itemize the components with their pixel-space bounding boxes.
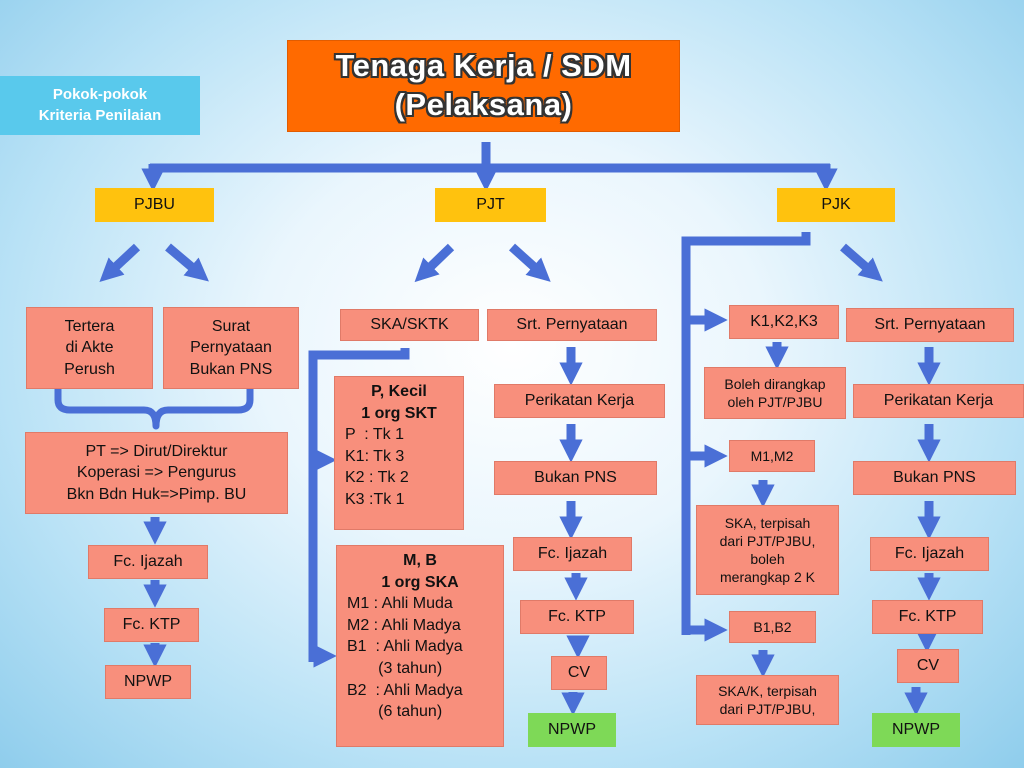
curly-brace bbox=[54, 389, 254, 430]
pjk-m-note: SKA, terpisah dari PJT/PJBU, boleh meran… bbox=[696, 505, 839, 595]
category-pjbu: PJBU bbox=[95, 188, 214, 222]
category-pjt: PJT bbox=[435, 188, 546, 222]
pjt-pkecil-box: P, Kecil 1 org SKT P : Tk 1 K1: Tk 3 K2 … bbox=[334, 376, 464, 530]
pjbu-fc-ktp: Fc. KTP bbox=[104, 608, 199, 642]
pjt-ska-sktk: SKA/SKTK bbox=[340, 309, 479, 341]
side-label: Pokok-pokok Kriteria Penilaian bbox=[0, 76, 200, 135]
category-pjk: PJK bbox=[777, 188, 895, 222]
pjk-bukan-pns: Bukan PNS bbox=[853, 461, 1016, 495]
pjbu-pt-box: PT => Dirut/Direktur Koperasi => Penguru… bbox=[25, 432, 288, 514]
pjbu-fc-ijazah: Fc. Ijazah bbox=[88, 545, 208, 579]
pjk-b-note: SKA/K, terpisah dari PJT/PJBU, bbox=[696, 675, 839, 725]
pjt-mb-lines: M1 : Ahli Muda M2 : Ahli Madya B1 : Ahli… bbox=[347, 595, 463, 721]
pjk-k1-k2-k3: K1,K2,K3 bbox=[729, 305, 839, 339]
pjbu-tertera: Tertera di Akte Perush bbox=[26, 307, 153, 389]
pjk-m1-m2: M1,M2 bbox=[729, 440, 815, 472]
pjt-npwp: NPWP bbox=[528, 713, 616, 747]
pjt-cv: CV bbox=[551, 656, 607, 690]
pjk-npwp: NPWP bbox=[872, 713, 960, 747]
arrow-pjbu-left bbox=[99, 243, 141, 282]
pjk-k-note: Boleh dirangkap oleh PJT/PJBU bbox=[704, 367, 846, 419]
arrow-ska-bracket bbox=[308, 348, 410, 662]
pjt-perikatan-kerja: Perikatan Kerja bbox=[494, 384, 665, 418]
title-box: Tenaga Kerja / SDM (Pelaksana) bbox=[287, 40, 680, 132]
pjt-mb-box: M, B 1 org SKA M1 : Ahli Muda M2 : Ahli … bbox=[336, 545, 504, 747]
pjt-srt-pernyataan: Srt. Pernyataan bbox=[487, 309, 657, 341]
pjt-pkecil-title: P, Kecil 1 org SKT bbox=[361, 383, 437, 422]
pjt-fc-ktp: Fc. KTP bbox=[520, 600, 634, 634]
arrow-pjk-bracket bbox=[681, 232, 811, 635]
arrow-pjt-right bbox=[508, 243, 551, 282]
pjk-fc-ktp: Fc. KTP bbox=[872, 600, 983, 634]
pjt-pkecil-lines: P : Tk 1 K1: Tk 3 K2 : Tk 2 K3 :Tk 1 bbox=[345, 426, 409, 508]
arrow-pjbu-right bbox=[165, 243, 209, 282]
pjt-bukan-pns: Bukan PNS bbox=[494, 461, 657, 495]
pjk-cv: CV bbox=[897, 649, 959, 683]
arrow-pjt-left bbox=[414, 243, 455, 283]
page-title: Tenaga Kerja / SDM (Pelaksana) bbox=[335, 48, 632, 122]
pjbu-surat-pernyataan: Surat Pernyataan Bukan PNS bbox=[163, 307, 299, 389]
pjk-srt-pernyataan: Srt. Pernyataan bbox=[846, 308, 1014, 342]
arrow-pjk-right bbox=[840, 243, 883, 282]
pjk-b1-b2: B1,B2 bbox=[729, 611, 816, 643]
pjk-perikatan-kerja: Perikatan Kerja bbox=[853, 384, 1024, 418]
pjk-fc-ijazah: Fc. Ijazah bbox=[870, 537, 989, 571]
pjt-mb-title: M, B 1 org SKA bbox=[381, 552, 459, 591]
pjt-fc-ijazah: Fc. Ijazah bbox=[513, 537, 632, 571]
pjbu-npwp: NPWP bbox=[105, 665, 191, 699]
